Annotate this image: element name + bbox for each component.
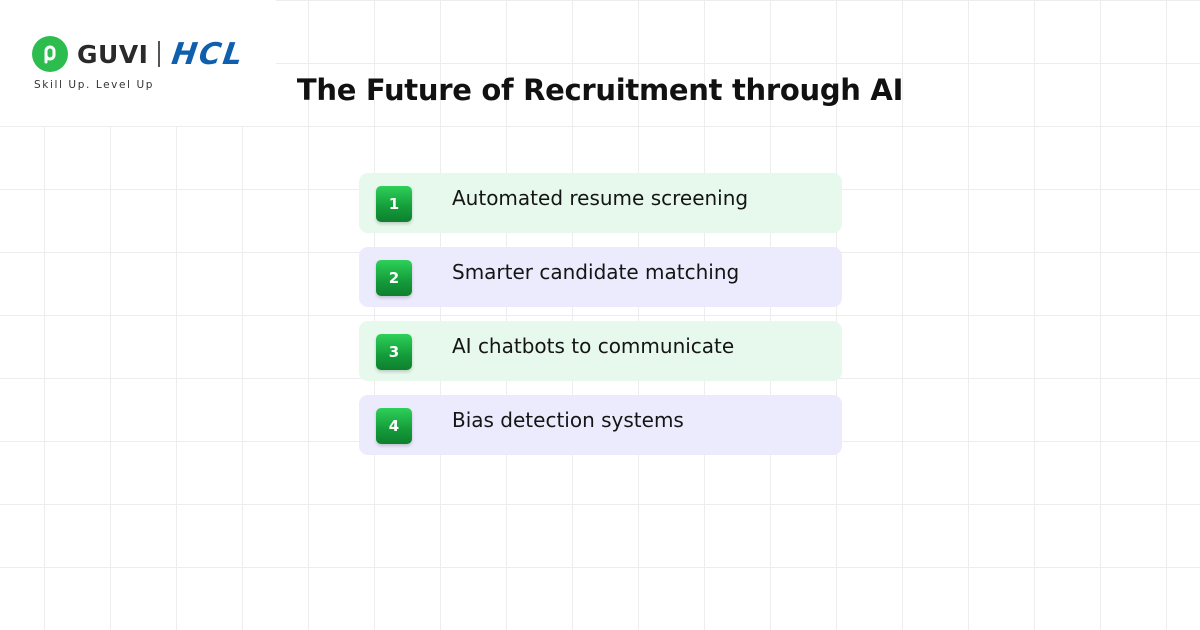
brand-tagline: Skill Up. Level Up bbox=[34, 79, 155, 91]
list-item-label: Bias detection systems bbox=[452, 408, 684, 432]
logo-panel: GUVI HCL Skill Up. Level Up bbox=[0, 0, 276, 126]
guvi-wordmark: GUVI bbox=[77, 39, 149, 69]
number-badge: 2 bbox=[376, 260, 412, 296]
brand-lockup: GUVI HCL bbox=[32, 36, 247, 72]
page-title: The Future of Recruitment through AI bbox=[296, 73, 904, 107]
feature-list: 1 Automated resume screening 2 Smarter c… bbox=[359, 173, 842, 469]
guvi-logo-icon bbox=[32, 36, 68, 72]
list-item: 3 AI chatbots to communicate bbox=[359, 321, 842, 381]
list-item-label: Automated resume screening bbox=[452, 186, 749, 210]
list-item: 2 Smarter candidate matching bbox=[359, 247, 842, 307]
number-badge: 1 bbox=[376, 186, 412, 222]
number-badge: 4 bbox=[376, 408, 412, 444]
brand-divider bbox=[158, 41, 160, 67]
list-item-label: AI chatbots to communicate bbox=[452, 334, 735, 358]
list-item: 4 Bias detection systems bbox=[359, 395, 842, 455]
number-badge: 3 bbox=[376, 334, 412, 370]
hcl-wordmark: HCL bbox=[169, 36, 247, 72]
list-item: 1 Automated resume screening bbox=[359, 173, 842, 233]
list-item-label: Smarter candidate matching bbox=[452, 260, 740, 284]
